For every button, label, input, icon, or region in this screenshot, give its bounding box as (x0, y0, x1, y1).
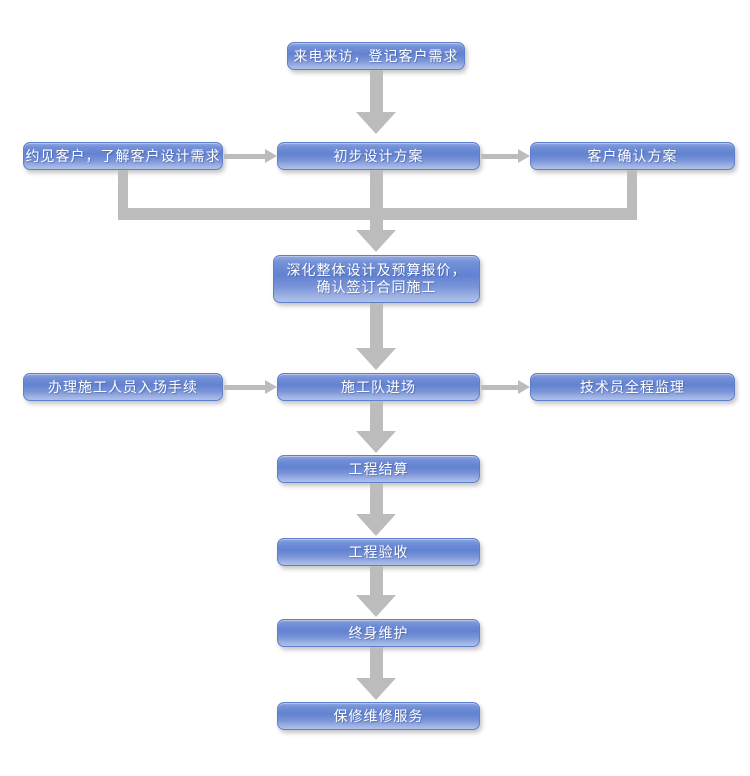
node-deepen-design-line1: 深化整体设计及预算报价， (286, 262, 467, 278)
arrow-shaft (369, 170, 383, 230)
arrow-head (265, 380, 277, 394)
node-acceptance-label: 工程验收 (348, 543, 409, 560)
arrow-shaft (481, 384, 518, 390)
connector-meet-to-preliminary-icon (224, 149, 277, 163)
node-deepen-design-line2: 确认签订合同施工 (316, 279, 437, 295)
node-warranty-service-label: 保修维修服务 (333, 707, 424, 724)
arrow-head (356, 112, 396, 134)
arrow-head (518, 380, 530, 394)
node-intake-label: 来电来访，登记客户需求 (293, 47, 459, 64)
node-settlement-label: 工程结算 (348, 460, 409, 477)
node-intake: 来电来访，登记客户需求 (287, 42, 465, 70)
merge-line-right-drop (627, 170, 637, 220)
node-supervision-label: 技术员全程监理 (580, 378, 685, 395)
arrow-head (356, 230, 396, 252)
node-supervision: 技术员全程监理 (530, 373, 735, 401)
arrow-head (265, 149, 277, 163)
node-meet-client-label: 约见客户，了解客户设计需求 (25, 147, 221, 164)
arrow-head (356, 595, 396, 617)
node-warranty-service: 保修维修服务 (277, 702, 480, 730)
arrow-shaft (369, 566, 383, 595)
connector-acceptance-to-maintenance-icon (356, 566, 396, 617)
connector-entry-to-team-icon (224, 380, 277, 394)
arrow-shaft (224, 384, 265, 390)
node-team-entry: 施工队进场 (277, 373, 480, 401)
node-client-confirm: 客户确认方案 (530, 142, 735, 170)
arrow-shaft (369, 70, 383, 112)
connector-team-to-settlement-icon (356, 401, 396, 453)
node-entry-procedures: 办理施工人员入场手续 (23, 373, 223, 401)
node-client-confirm-label: 客户确认方案 (587, 147, 678, 164)
node-lifetime-maintenance-label: 终身维护 (348, 624, 409, 641)
arrow-shaft (224, 153, 265, 159)
node-preliminary-design-label: 初步设计方案 (333, 147, 424, 164)
arrow-head (518, 149, 530, 163)
merge-line-left-drop (118, 170, 128, 220)
connector-preliminary-to-confirm-icon (481, 149, 530, 163)
node-meet-client: 约见客户，了解客户设计需求 (23, 142, 223, 170)
connector-maintenance-to-warranty-icon (356, 647, 396, 700)
arrow-shaft (481, 153, 518, 159)
node-team-entry-label: 施工队进场 (341, 378, 416, 395)
connector-merge-to-deepen-icon (356, 170, 396, 252)
connector-deepen-to-team-icon (356, 303, 396, 370)
node-lifetime-maintenance: 终身维护 (277, 619, 480, 647)
connector-settlement-to-acceptance-icon (356, 483, 396, 536)
node-settlement: 工程结算 (277, 455, 480, 483)
connector-team-to-supervision-icon (481, 380, 530, 394)
node-acceptance: 工程验收 (277, 538, 480, 566)
node-entry-procedures-label: 办理施工人员入场手续 (48, 378, 198, 395)
arrow-head (356, 431, 396, 453)
node-deepen-design: 深化整体设计及预算报价， 确认签订合同施工 (273, 255, 480, 303)
arrow-shaft (369, 303, 383, 348)
arrow-shaft (369, 401, 383, 431)
arrow-shaft (369, 647, 383, 678)
node-preliminary-design: 初步设计方案 (277, 142, 480, 170)
connector-intake-to-preliminary-icon (356, 70, 396, 134)
arrow-shaft (369, 483, 383, 514)
arrow-head (356, 514, 396, 536)
arrow-head (356, 348, 396, 370)
arrow-head (356, 678, 396, 700)
